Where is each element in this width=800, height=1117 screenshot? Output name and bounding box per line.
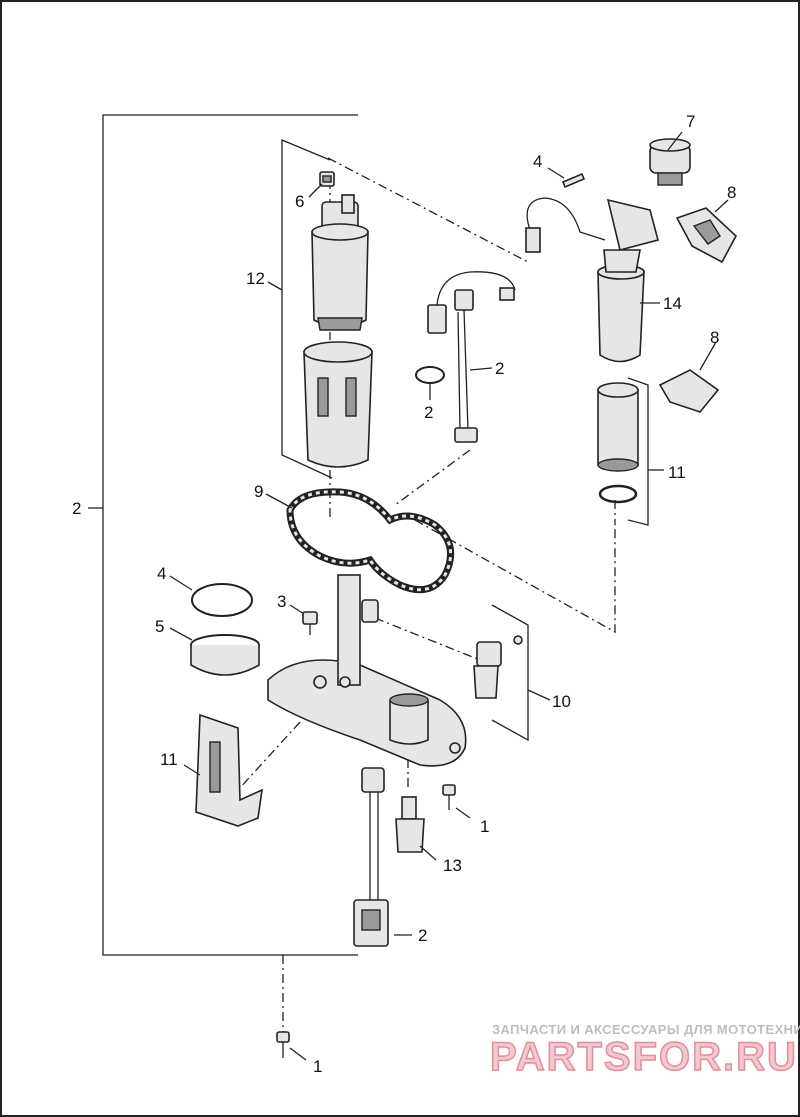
callout-11-filter: 11: [668, 463, 686, 482]
sensor-part-10: [473, 635, 523, 699]
clamp-part-5: [190, 634, 260, 676]
filter-housing-part-14: [525, 197, 659, 363]
oring-filter: [598, 484, 638, 504]
screw-part-1-mid: [442, 784, 456, 810]
clip-part-8-lower: [658, 369, 720, 413]
sensor-bracket: [491, 604, 529, 742]
screw-part-1-bottom: [276, 1031, 290, 1058]
callout-8-upper: 8: [727, 183, 736, 202]
callout-12: 12: [246, 269, 265, 288]
callout-6: 6: [295, 192, 304, 211]
callout-10: 10: [552, 692, 571, 711]
callout-14: 14: [663, 294, 682, 313]
callout-2-assembly: 2: [72, 499, 81, 518]
callout-8-lower: 8: [710, 328, 719, 347]
callout-7: 7: [686, 112, 695, 131]
assembly-bracket: [102, 114, 358, 956]
filter-bracket: [627, 377, 649, 526]
callout-5: 5: [155, 617, 164, 636]
callout-1-bottom: 1: [313, 1057, 322, 1076]
gasket-part-9: [286, 488, 455, 594]
callout-4-ring: 4: [157, 564, 166, 583]
clip-part-6: [319, 171, 335, 187]
wiring-harness-upper: [427, 271, 516, 443]
callout-1-mid: 1: [480, 817, 489, 836]
callout-2-harness-upper: 2: [495, 359, 504, 378]
fuel-pump-part-12: [311, 194, 369, 331]
callout-3: 3: [277, 592, 286, 611]
pump-bracket: [281, 139, 333, 479]
snap-ring: [415, 366, 445, 384]
clip-part-8-upper: [675, 207, 737, 264]
callout-9: 9: [254, 482, 263, 501]
axis-filter-return: [414, 519, 616, 634]
axis-sensor: [374, 617, 481, 661]
callout-2-snap-ring: 2: [424, 403, 433, 422]
leader-lines: [169, 131, 729, 1061]
watermark-logo: PARTSFOR.RU: [490, 1035, 798, 1079]
fitting-part-13: [395, 796, 425, 853]
wiring-harness-lower: [353, 767, 389, 947]
callout-4-top: 4: [533, 152, 542, 171]
screw-part-3: [302, 611, 318, 635]
callout-13: 13: [443, 856, 462, 875]
pin-part-4: [561, 172, 586, 189]
callout-2-harness-lower: 2: [418, 926, 427, 945]
bracket-part-11: [195, 713, 263, 827]
axis-harness-to-seal: [394, 449, 471, 506]
regulator-part-7: [649, 138, 691, 186]
ring-part-4: [191, 583, 253, 617]
callout-11-bracket: 11: [160, 750, 178, 769]
filter-element-part-11: [597, 382, 639, 472]
watermark-tagline: ЗАПЧАСТИ И АКСЕССУАРЫ ДЛЯ МОТОТЕХНИКИ: [492, 1022, 800, 1037]
pump-sleeve: [303, 341, 373, 468]
axis-bracket-11: [237, 721, 301, 791]
base-plate: [267, 574, 467, 767]
